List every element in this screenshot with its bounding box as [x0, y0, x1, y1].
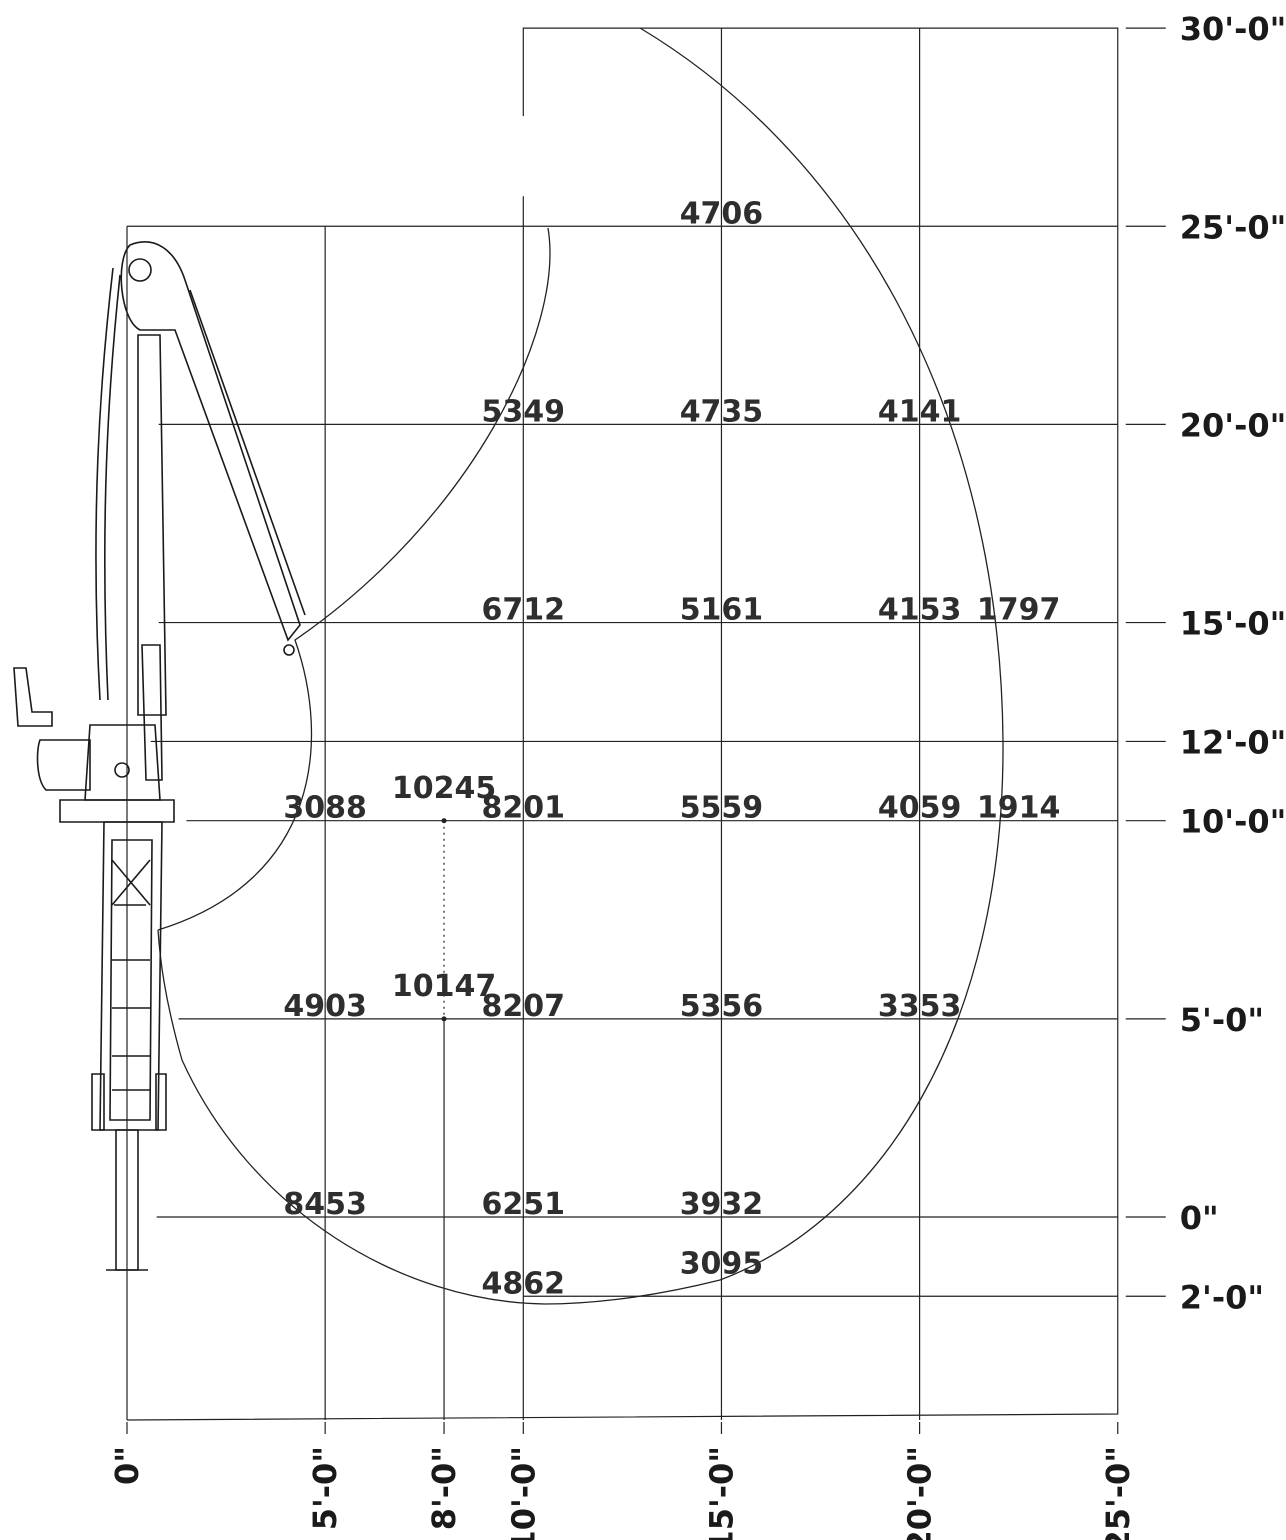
height-label-2-0: 2'-0" [1180, 1278, 1264, 1316]
capacity-label-4706: 4706 [680, 196, 764, 231]
capacity-label-4153: 4153 [878, 593, 962, 628]
inner-reach-envelope [157, 227, 551, 931]
height-label-25-0: 25'-0" [1180, 208, 1286, 246]
turret-pin [114, 762, 130, 778]
operator-seat [13, 667, 53, 727]
capacity-label-5356: 5356 [680, 989, 764, 1024]
boom-pivot-pin [128, 258, 152, 282]
crane-drawing [13, 240, 306, 1420]
boom-tip-pin [283, 644, 295, 656]
capacity-label-1797: 1797 [977, 593, 1061, 628]
reach-label-20-0: 20'-0" [901, 1446, 939, 1540]
crane-column [137, 334, 167, 716]
marker-8ft-5 [441, 1016, 447, 1022]
capacity-label-5161: 5161 [680, 593, 764, 628]
capacity-label-5559: 5559 [680, 791, 764, 826]
capacity-label-8207: 8207 [482, 989, 566, 1024]
capacity-label-4903: 4903 [283, 989, 367, 1024]
grid-layer [126, 27, 1166, 1421]
capacity-label-4862: 4862 [482, 1266, 566, 1301]
reach-envelope [157, 27, 1004, 1305]
capacity-label-3095: 3095 [680, 1246, 764, 1281]
height-axis-labels: 30'-0" 25'-0" 20'-0" 15'-0" 12'-0" 10'-0" 5'-0… [1180, 10, 1286, 1316]
reach-label-0: 0" [108, 1446, 146, 1485]
height-label-12-0: 12'-0" [1180, 723, 1286, 761]
marker-8ft-10 [441, 818, 447, 824]
capacity-label-4059: 4059 [878, 791, 962, 826]
pedestal-clamps [91, 1073, 167, 1131]
crane-turret [84, 724, 161, 801]
outer-reach-envelope [157, 27, 1004, 1305]
capacity-label-10245: 10245 [392, 771, 496, 806]
crane-hydraulic-line [95, 267, 114, 701]
reach-label-8-0: 8'-0" [425, 1446, 463, 1530]
capacity-label-4735: 4735 [680, 394, 764, 429]
operator-platform [36, 739, 91, 791]
capacity-label-3353: 3353 [878, 989, 962, 1024]
capacity-label-8453: 8453 [283, 1187, 367, 1222]
chart-frame [126, 27, 1119, 1421]
capacity-label-6251: 6251 [482, 1187, 566, 1222]
capacity-label-5349: 5349 [482, 394, 566, 429]
capacity-label-10147: 10147 [392, 969, 496, 1004]
capacity-label-1914: 1914 [977, 791, 1061, 826]
crane-pedestal [99, 821, 163, 1131]
height-label-5-0: 5'-0" [1180, 1001, 1264, 1039]
capacity-label-6712: 6712 [482, 593, 566, 628]
pedestal-rungs [112, 904, 150, 1091]
reach-label-25-0: 25'-0" [1099, 1446, 1137, 1540]
height-label-10-0: 10'-0" [1180, 803, 1286, 841]
capacity-label-3932: 3932 [680, 1187, 764, 1222]
crane-main-boom [120, 241, 301, 642]
crane-hydraulic-line-2 [103, 274, 121, 701]
height-label-0: 0" [1180, 1199, 1219, 1237]
crane-pedestal-inner [109, 839, 153, 1121]
height-label-15-0: 15'-0" [1180, 605, 1286, 643]
capacity-labels: 4706 5349 4735 4141 6712 5161 4153 1797 10245 308… [283, 196, 1060, 1301]
capacity-label-8201: 8201 [482, 791, 566, 826]
crane-boom-rail [189, 289, 306, 616]
reach-label-15-0: 15'-0" [702, 1446, 740, 1540]
height-label-20-0: 20'-0" [1180, 406, 1286, 444]
reach-label-10-0: 10'-0" [504, 1446, 542, 1540]
capacity-label-4141: 4141 [878, 394, 962, 429]
capacity-label-3088: 3088 [283, 791, 367, 826]
height-label-30-0: 30'-0" [1180, 10, 1286, 48]
crane-column-lower [141, 644, 163, 781]
reach-label-5-0: 5'-0" [306, 1446, 344, 1530]
crane-base [59, 799, 175, 823]
pedestal-bracing [111, 859, 151, 906]
reach-axis-labels: 0" 5'-0" 8'-0" 10'-0" 15'-0" 20'-0" 25'-0" [108, 1422, 1137, 1540]
